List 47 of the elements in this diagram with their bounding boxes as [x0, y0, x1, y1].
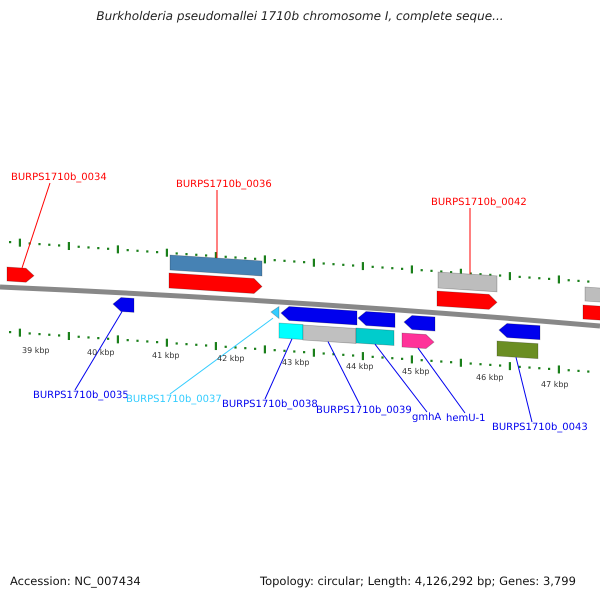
gene-glyph	[403, 315, 436, 332]
scale-label: 45 kbp	[402, 368, 430, 377]
leader-line	[170, 318, 274, 394]
scale-label: 47 kbp	[541, 381, 569, 390]
gene-glyph	[112, 297, 134, 313]
gene-label: BURPS1710b_0039	[316, 405, 412, 416]
gene-glyph	[498, 323, 540, 340]
scale-label: 43 kbp	[282, 359, 310, 368]
gene-bar	[496, 340, 538, 360]
gene-bar	[170, 254, 262, 276]
gene-bar	[438, 272, 498, 292]
scale-label: 44 kbp	[346, 363, 374, 372]
gene-label: gmhA	[412, 412, 442, 423]
footer-text: Topology: circular; Length: 4,126,292 bp; Genes: 3,799	[260, 575, 576, 588]
gene-glyph	[6, 266, 35, 283]
gene-label: hemU-1	[446, 413, 486, 424]
leader-line	[22, 182, 50, 268]
leader-line	[516, 356, 532, 422]
gene-glyph	[357, 311, 396, 328]
gene-glyph	[402, 332, 435, 349]
leader-line	[418, 348, 466, 414]
scale-label: 39 kbp	[22, 347, 50, 356]
gene-label: BURPS1710b_0036	[176, 179, 272, 190]
leader-line	[374, 344, 428, 412]
gene-bar	[302, 324, 356, 344]
footer-text: Accession: NC_007434	[10, 575, 141, 588]
gene-bar	[584, 286, 600, 304]
scale-label: 41 kbp	[152, 352, 180, 361]
gene-label: BURPS1710b_0043	[492, 422, 588, 433]
gene-label: BURPS1710b_0034	[11, 172, 107, 183]
leader-line	[216, 190, 218, 259]
leader-line	[264, 338, 292, 400]
scale-label: 40 kbp	[87, 349, 115, 358]
leader-line	[74, 311, 122, 390]
gene-label: BURPS1710b_0035	[33, 390, 129, 401]
gene-glyph	[582, 304, 600, 321]
gene-glyph	[168, 272, 263, 294]
title: Burkholderia pseudomallei 1710b chromosome I, complete seque...	[95, 10, 505, 24]
gene-glyph	[436, 290, 498, 310]
scale-label: 46 kbp	[476, 374, 504, 383]
gene-label: BURPS1710b_0042	[431, 197, 527, 208]
gene-label: BURPS1710b_0037	[126, 394, 222, 405]
leader-line	[328, 341, 360, 406]
gene-label: BURPS1710b_0038	[222, 399, 318, 410]
gene-bar	[356, 328, 394, 346]
gene-bar	[278, 322, 304, 340]
scale-label: 42 kbp	[217, 355, 245, 364]
